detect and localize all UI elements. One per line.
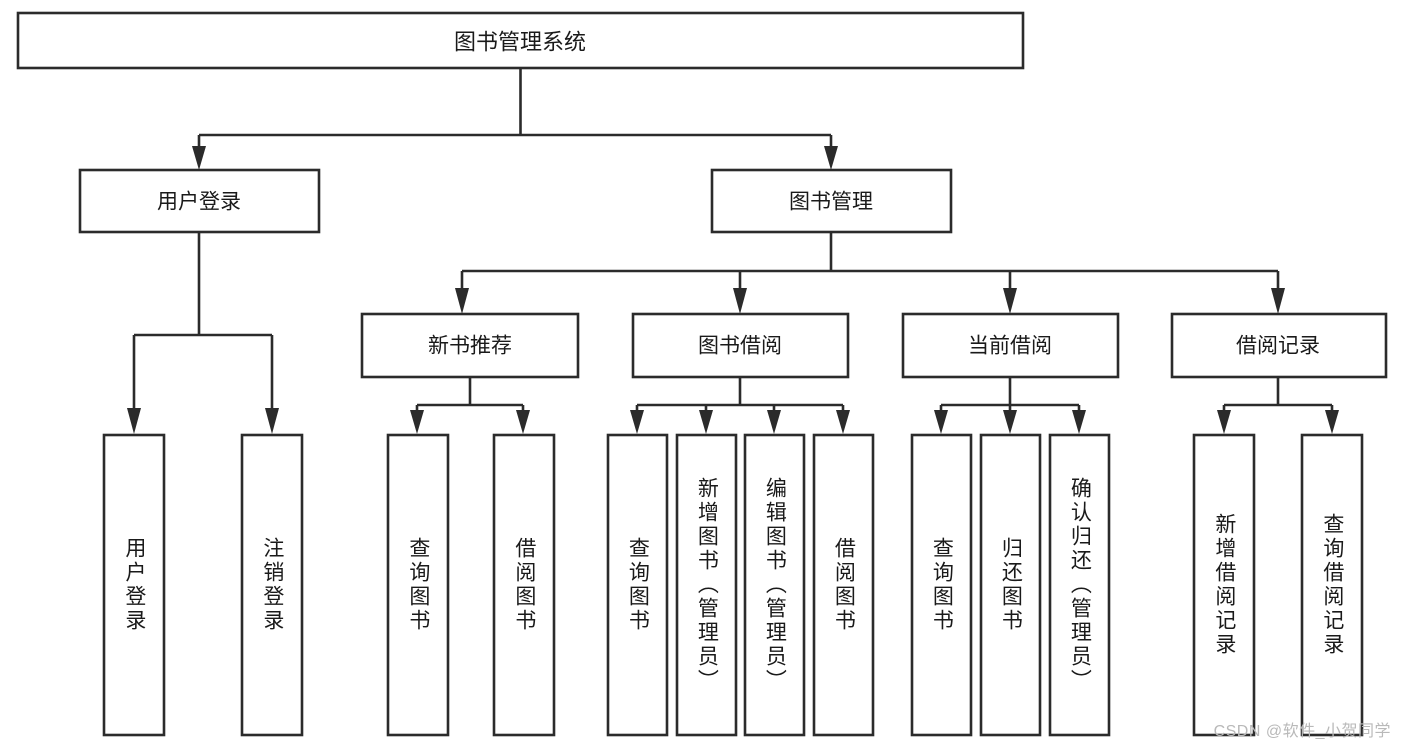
node-new-book-recommend-label: 新书推荐 [428,335,512,358]
arrowhead-leaf-user-login [127,408,141,434]
node-book-manage-box[interactable] [710,168,953,234]
node-user-login-box[interactable] [78,168,321,234]
arrowhead-leaf-borrow-book-1 [516,410,530,434]
arrowhead-leaf-query-record [1325,410,1339,434]
node-current-borrow-box[interactable] [901,312,1120,379]
node-new-book-recommend-box[interactable] [360,312,580,379]
arrowhead-leaf-edit-book [767,410,781,434]
node-user-login-label: 用户登录 [157,191,241,214]
node-current-borrow-label: 当前借阅 [968,335,1052,358]
arrowhead-new-book-recommend [455,288,469,314]
leaf-user-logout-box[interactable] [240,433,304,737]
nodes-layer: 图书管理系统 用户登录 图书管理 新书推荐 图书借阅 当前借阅 借阅记录 [16,11,1388,737]
node-borrow-record-label: 借阅记录 [1236,335,1320,358]
leaf-borrow-book-2-box[interactable] [812,433,875,737]
arrowhead-leaf-borrow-book-2 [836,410,850,434]
node-book-manage-label: 图书管理 [789,191,873,214]
node-book-borrow-box[interactable] [631,312,850,379]
arrowhead-leaf-add-record [1217,410,1231,434]
arrowhead-leaf-query-book-3 [934,410,948,434]
arrowhead-leaf-query-book-2 [630,410,644,434]
node-root-box[interactable] [16,11,1025,70]
leaf-edit-book-box[interactable] [743,433,806,737]
node-borrow-record-box[interactable] [1170,312,1388,379]
leaf-add-book-box[interactable] [675,433,738,737]
leaf-return-book-box[interactable] [979,433,1042,737]
node-book-borrow-label: 图书借阅 [698,335,782,358]
arrowhead-leaf-return-book [1003,410,1017,434]
connectors-layer [127,68,1339,434]
arrowhead-book-manage [824,146,838,170]
arrowhead-book-borrow [733,288,747,314]
arrowhead-leaf-add-book [699,410,713,434]
leaf-query-book-3-box[interactable] [910,433,973,737]
leaf-query-book-1-box[interactable] [386,433,450,737]
leaf-add-record-box[interactable] [1192,433,1256,737]
arrowhead-leaf-user-logout [265,408,279,434]
leaf-confirm-return-box[interactable] [1048,433,1111,737]
watermark-text: CSDN @软件_小贺同学 [1213,723,1391,740]
arrowhead-current-borrow [1003,288,1017,314]
arrowhead-user-login [192,146,206,170]
arrowhead-leaf-query-book-1 [410,410,424,434]
leaf-query-book-2-box[interactable] [606,433,669,737]
leaf-user-login-box[interactable] [102,433,166,737]
node-root-label: 图书管理系统 [454,30,586,55]
arrowhead-borrow-record [1271,288,1285,314]
leaf-borrow-book-1-box[interactable] [492,433,556,737]
arrowhead-leaf-confirm-return [1072,410,1086,434]
leaf-query-record-box[interactable] [1300,433,1364,737]
